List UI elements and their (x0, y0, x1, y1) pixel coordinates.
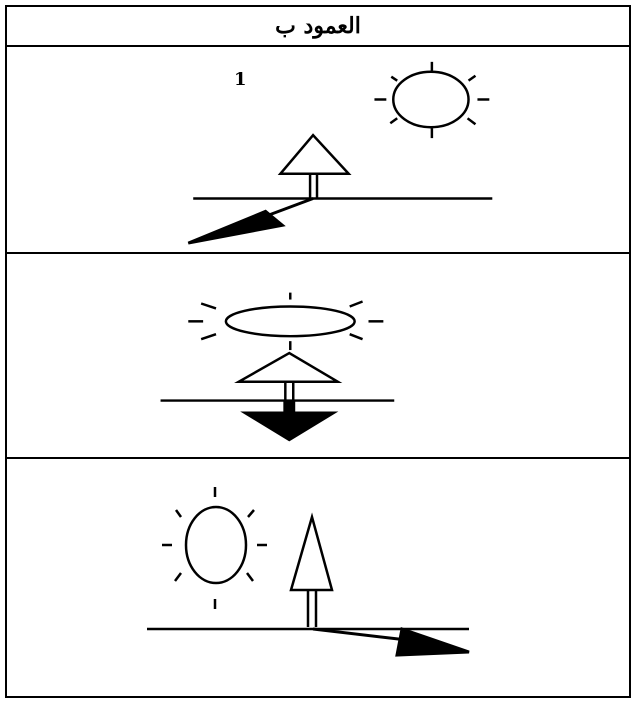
tree-icon (234, 351, 343, 405)
sun-icon (188, 292, 384, 351)
tree-icon (289, 512, 334, 627)
diagram-row-3 (7, 459, 629, 696)
sun-icon (374, 61, 490, 139)
row-number-label: 1 (234, 69, 247, 90)
diagram-row-2 (7, 254, 629, 459)
diagram-table: العمود ب 1 (5, 5, 631, 698)
column-header: العمود ب (7, 7, 629, 47)
diagram-row-1: 1 (7, 47, 629, 254)
sun-tree-shadow-diagram-2 (160, 292, 395, 442)
shadow-arrow (312, 627, 470, 657)
shadow-arrow (187, 197, 314, 245)
sun-tree-shadow-diagram-3 (147, 487, 470, 657)
tree-icon (277, 133, 352, 199)
sun-tree-shadow-diagram-1 (187, 61, 493, 245)
shadow-arrow (240, 399, 339, 442)
sun-icon (162, 487, 267, 609)
